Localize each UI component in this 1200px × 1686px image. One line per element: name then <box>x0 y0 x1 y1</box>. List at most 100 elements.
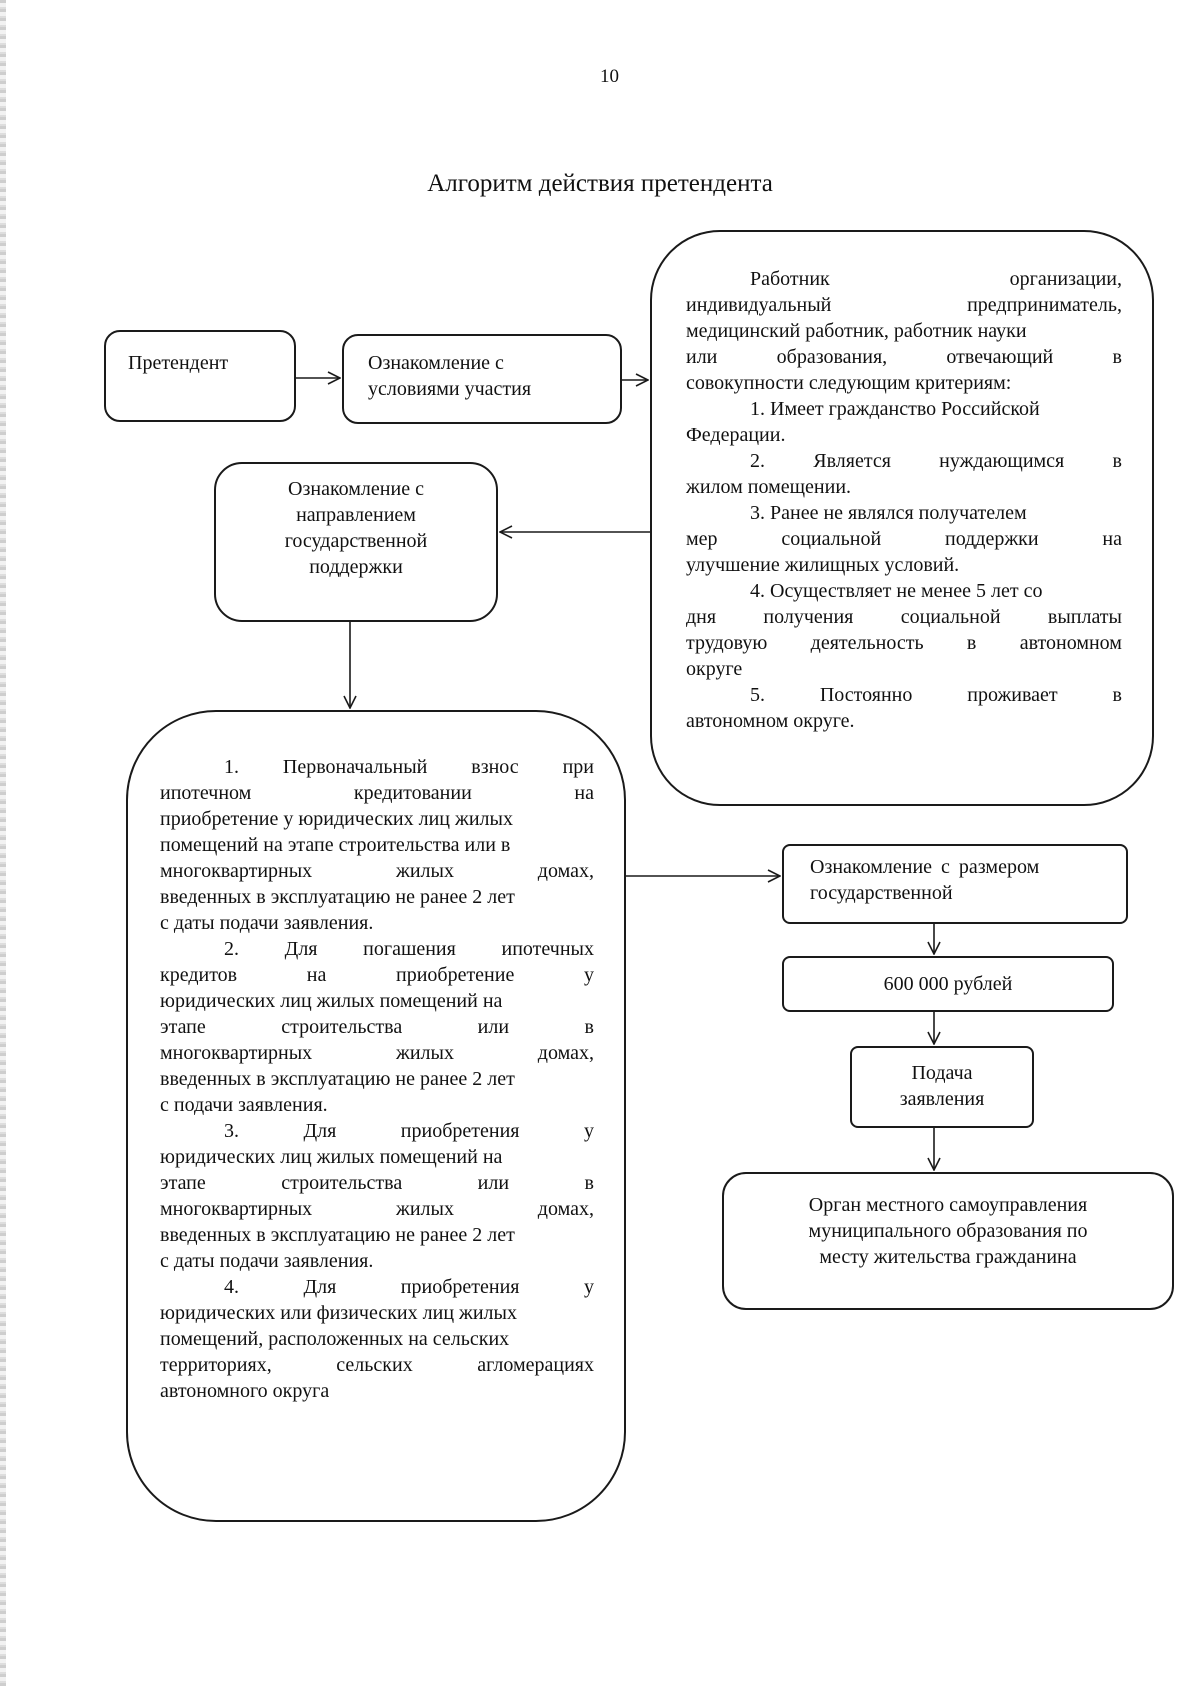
word: или <box>686 346 718 368</box>
word: 4. <box>224 1276 239 1298</box>
word: домах, <box>537 1042 594 1064</box>
word: 5. <box>750 684 765 706</box>
word: мер <box>686 528 718 550</box>
word: выплаты <box>1047 606 1122 628</box>
submit-line-1: Подача <box>911 1062 973 1084</box>
text-line: введенных в эксплуатацию не ранее 2 лет <box>160 886 515 908</box>
word: получения <box>763 606 854 628</box>
text-line: юридических или физических лиц жилых <box>160 1302 517 1324</box>
word: кредитов <box>160 964 238 986</box>
word: Постоянно <box>819 684 913 706</box>
support-size-line-1: Ознакомление с размером <box>810 856 1040 878</box>
word: 3. <box>224 1120 239 1142</box>
word: этапе <box>160 1016 206 1038</box>
direction-box: Ознакомление с направлением государствен… <box>214 462 498 622</box>
word: на <box>574 782 594 804</box>
submit-application-box: Подача заявления <box>850 1046 1034 1128</box>
text-line: 3. Ранее не являлся получателем <box>750 502 1027 524</box>
word: образования, <box>776 346 888 368</box>
word: домах, <box>537 860 594 882</box>
text-line: многоквартирных жилых домах, <box>160 858 594 884</box>
applicant-label: Претендент <box>128 352 229 374</box>
amount-box: 600 000 рублей <box>782 956 1114 1012</box>
word: приобретения <box>400 1276 520 1298</box>
direction-line-2: направлением <box>296 504 416 526</box>
word: жилых <box>396 1198 454 1220</box>
word: в <box>584 1172 594 1194</box>
word: погашения <box>363 938 456 960</box>
word: Первоначальный <box>282 756 428 778</box>
word: этапе <box>160 1172 206 1194</box>
text-line: введенных в эксплуатацию не ранее 2 лет <box>160 1224 515 1246</box>
word: предприниматель, <box>967 294 1122 316</box>
word: Для <box>284 938 318 960</box>
text-line: с подачи заявления. <box>160 1094 328 1116</box>
text-line: 1. Имеет гражданство Российской <box>750 398 1040 420</box>
word: ипотечном <box>160 782 252 804</box>
word: отвечающий <box>946 346 1054 368</box>
applicant-box: Претендент <box>104 330 296 422</box>
direction-line-4: поддержки <box>309 556 403 578</box>
word: при <box>562 756 594 778</box>
support-size-line-2: государственной <box>810 882 953 904</box>
word: 2. <box>224 938 239 960</box>
word: на <box>1102 528 1122 550</box>
page-title: Алгоритм действия претендента <box>427 170 773 197</box>
word: строительства <box>281 1172 403 1194</box>
support-size-box: Ознакомление с размером государственной <box>782 844 1128 924</box>
word: или <box>477 1016 510 1038</box>
text-line: автономном округе. <box>686 710 855 732</box>
word: ипотечных <box>501 938 594 960</box>
word: на <box>306 964 327 986</box>
conditions-box: Ознакомление с условиями участия <box>342 334 622 424</box>
text-line: Работник организации, <box>686 266 1122 292</box>
text-line: медицинский работник, работник науки <box>686 320 1027 342</box>
word: организации, <box>1009 268 1122 290</box>
word: трудовую <box>686 632 768 654</box>
text-line: округе <box>686 658 743 680</box>
text-line: введенных в эксплуатацию не ранее 2 лет <box>160 1068 515 1090</box>
word: Работник <box>750 268 830 290</box>
word: жилых <box>396 860 454 882</box>
text-line: приобретение у юридических лиц жилых <box>160 808 513 830</box>
text-line: с даты подачи заявления. <box>160 1250 374 1272</box>
word: в <box>1112 346 1122 368</box>
word: социальной <box>900 606 1001 628</box>
word: территориях, <box>160 1354 272 1376</box>
word: в <box>966 632 977 654</box>
word: многоквартирных <box>160 1042 313 1064</box>
word: приобретения <box>400 1120 520 1142</box>
word: нуждающимся <box>939 450 1065 472</box>
text-line: совокупности следующим критериям: <box>686 372 1012 394</box>
word: строительства <box>281 1016 403 1038</box>
word: деятельность <box>810 632 924 654</box>
page-number: 10 <box>600 66 619 87</box>
word: многоквартирных <box>160 860 313 882</box>
authority-line-3: месту жительства гражданина <box>819 1246 1077 1268</box>
submit-line-2: заявления <box>899 1088 985 1110</box>
word: агломерациях <box>477 1354 594 1376</box>
